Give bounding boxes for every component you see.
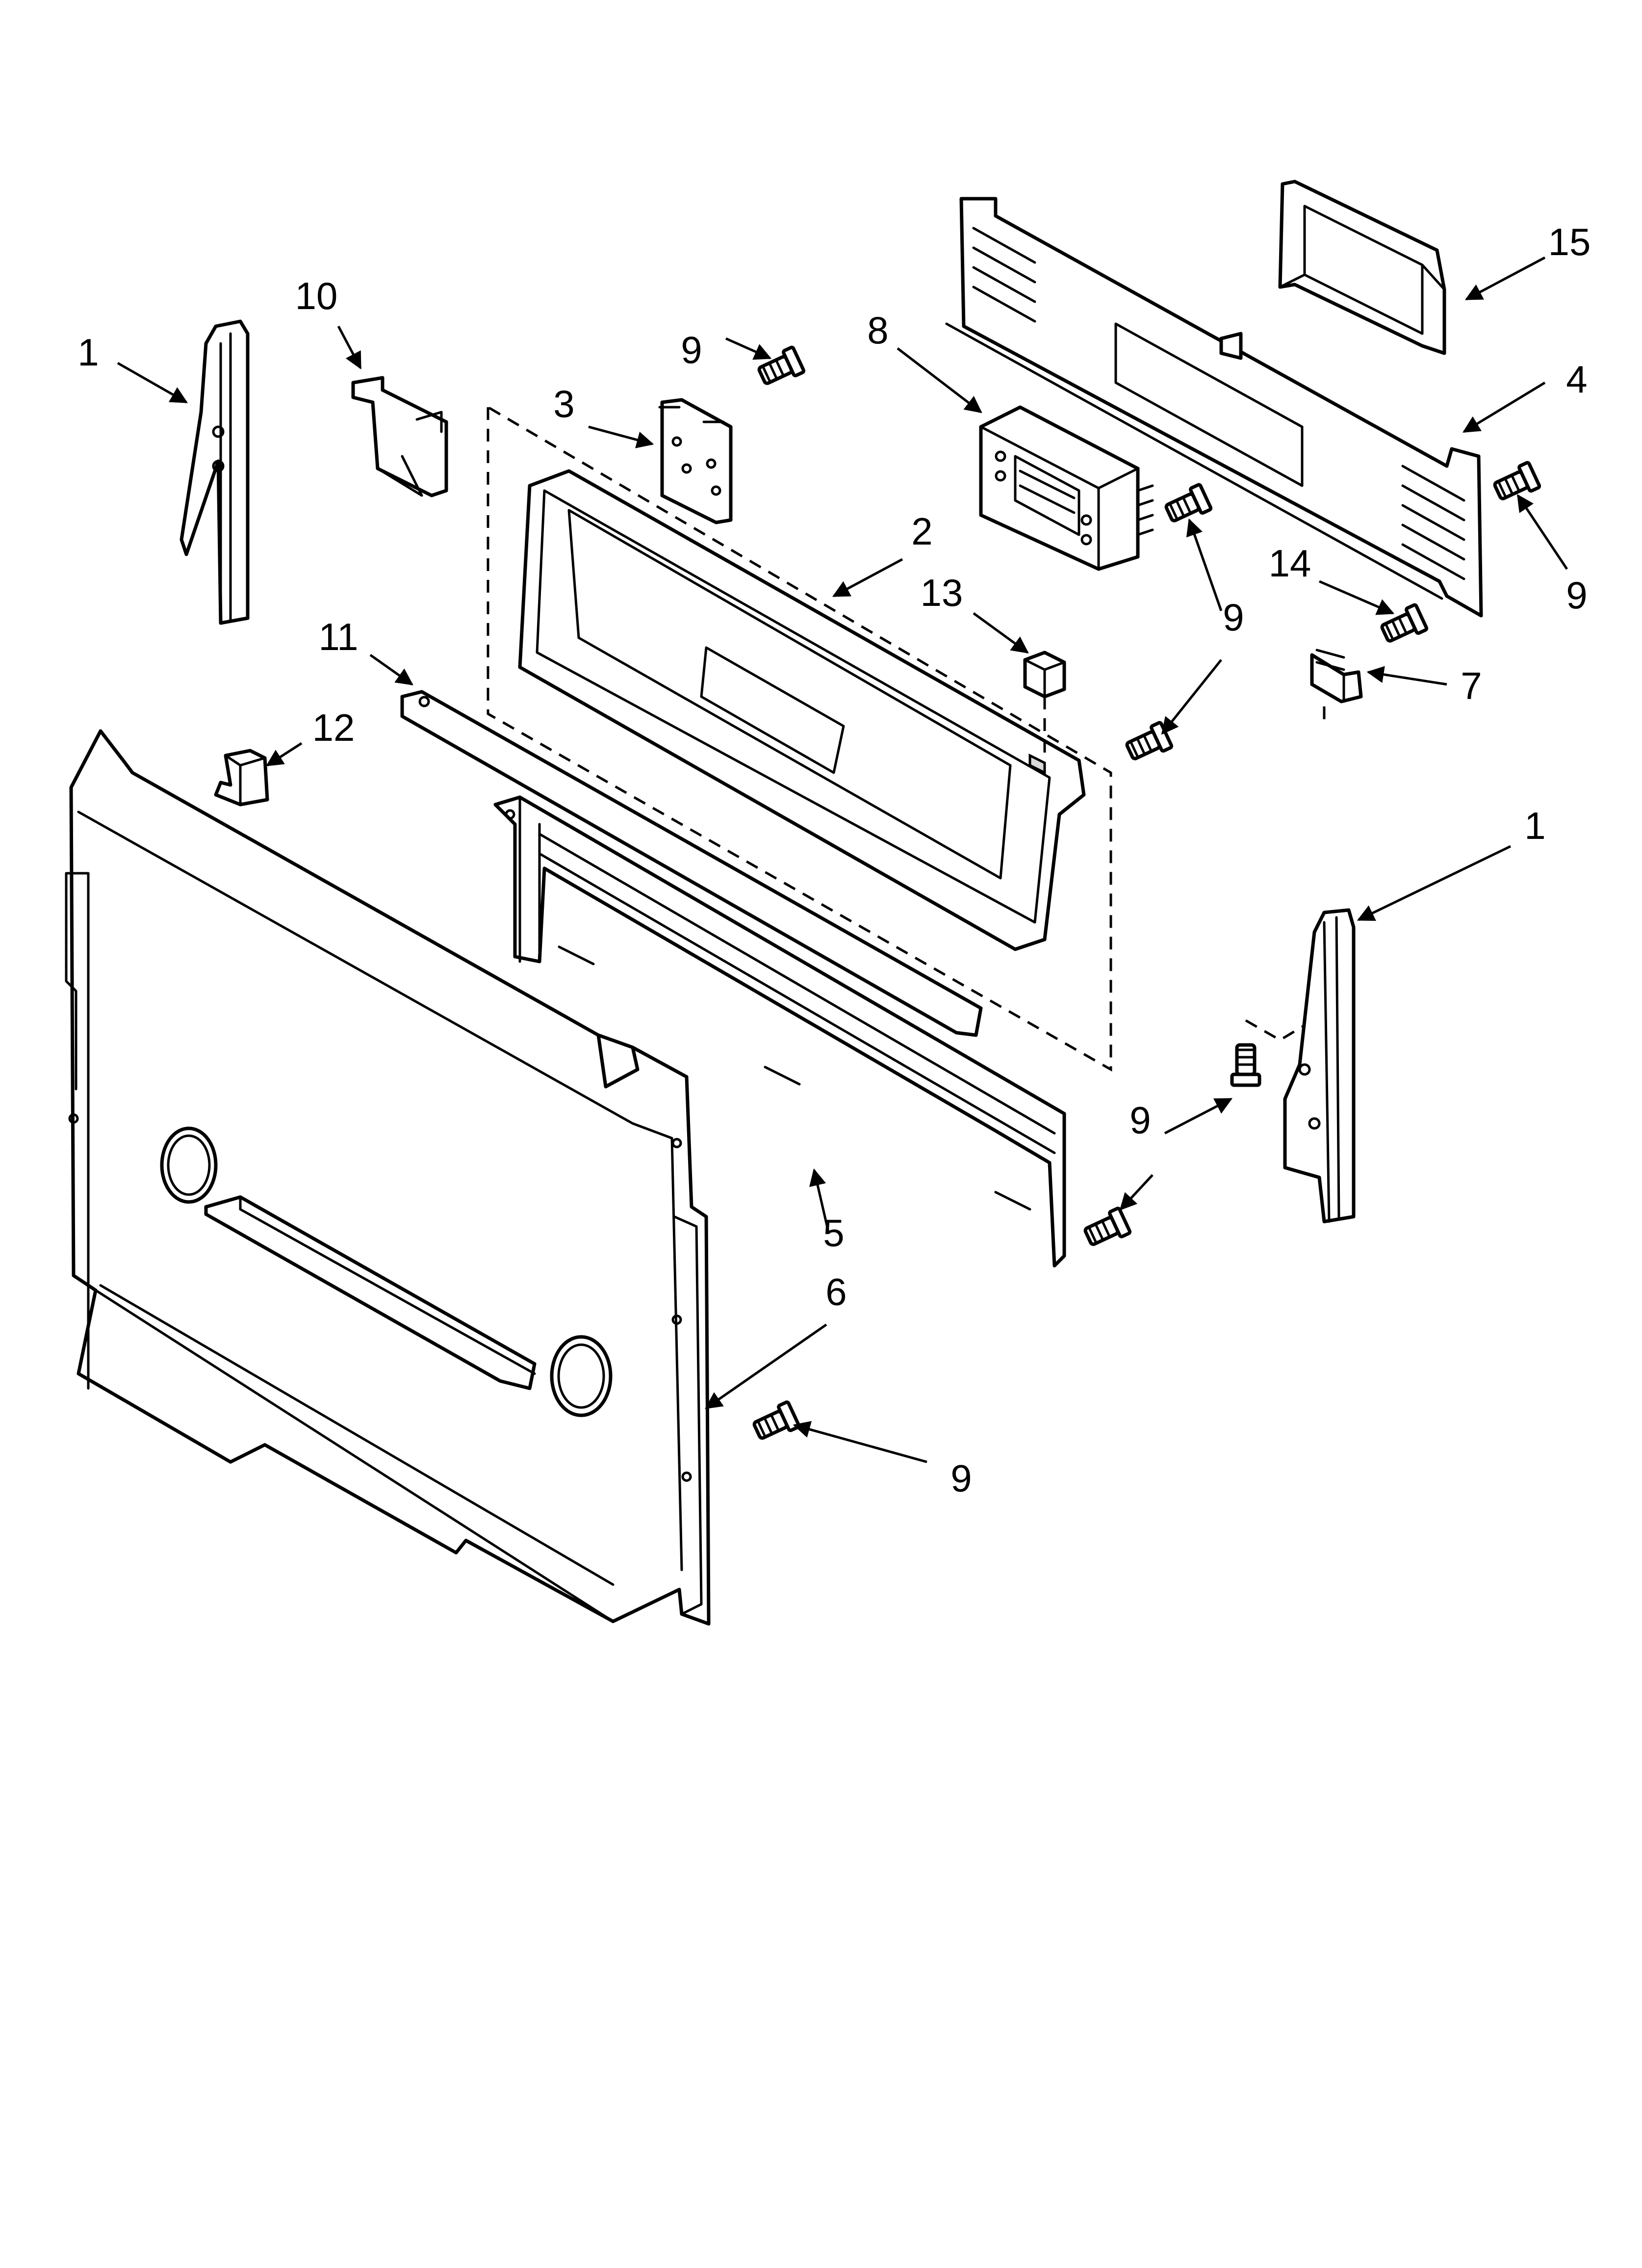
screw-9-far-right (1493, 461, 1541, 500)
part-8-control-board (979, 405, 1154, 571)
callout-15: 15 (1548, 220, 1591, 263)
callout-9-trim: 9 (1129, 1098, 1151, 1142)
part-3-plate (658, 398, 733, 524)
callout-1-right: 1 (1524, 804, 1545, 847)
part-5-channel (493, 795, 1066, 1268)
part-13-switch (1023, 651, 1066, 756)
callout-9-far-right: 9 (1566, 574, 1587, 617)
callout-2: 2 (911, 510, 932, 553)
callout-10: 10 (295, 274, 338, 317)
part-15-bracket (1278, 180, 1446, 355)
leader-lines (117, 256, 1568, 1463)
part-10-clip (351, 376, 448, 497)
callout-4: 4 (1566, 358, 1587, 401)
part-12-clip (214, 749, 269, 807)
screw-9-board (1164, 483, 1213, 522)
callout-9-top: 9 (681, 328, 702, 371)
screw-9-console (1125, 721, 1174, 760)
callout-12: 12 (312, 706, 355, 749)
callout-3: 3 (553, 382, 574, 425)
callout-5: 5 (823, 1211, 844, 1254)
callout-14: 14 (1269, 542, 1311, 585)
screw-9-trim-vertical (1230, 1043, 1261, 1087)
part-2-console (518, 469, 1086, 951)
screw-14 (1380, 603, 1429, 643)
part-4-rear-panel (945, 197, 1483, 618)
part-6-back-panel (65, 729, 711, 1626)
screw-9-bottom (752, 1400, 801, 1440)
callout-labels: 1 10 9 3 8 15 4 9 9 14 7 2 13 11 12 1 9 … (77, 220, 1591, 1500)
callout-9-bottom: 9 (950, 1457, 972, 1500)
callout-8: 8 (867, 309, 888, 352)
callout-7: 7 (1461, 664, 1482, 707)
part-7-bracket (1310, 649, 1363, 724)
part-11-trim-strip (400, 690, 983, 1037)
assembly-outline (487, 406, 1112, 1072)
callout-6: 6 (825, 1270, 847, 1313)
part-1-left-trim (180, 319, 250, 625)
callout-11: 11 (319, 615, 359, 658)
part-1-right-trim (1245, 908, 1356, 1224)
callout-13: 13 (921, 571, 963, 614)
screw-9-lower-right (1083, 1206, 1132, 1246)
callout-1-left: 1 (77, 331, 99, 374)
screw-9-top (757, 345, 806, 385)
callout-9-board: 9 (1223, 596, 1244, 639)
